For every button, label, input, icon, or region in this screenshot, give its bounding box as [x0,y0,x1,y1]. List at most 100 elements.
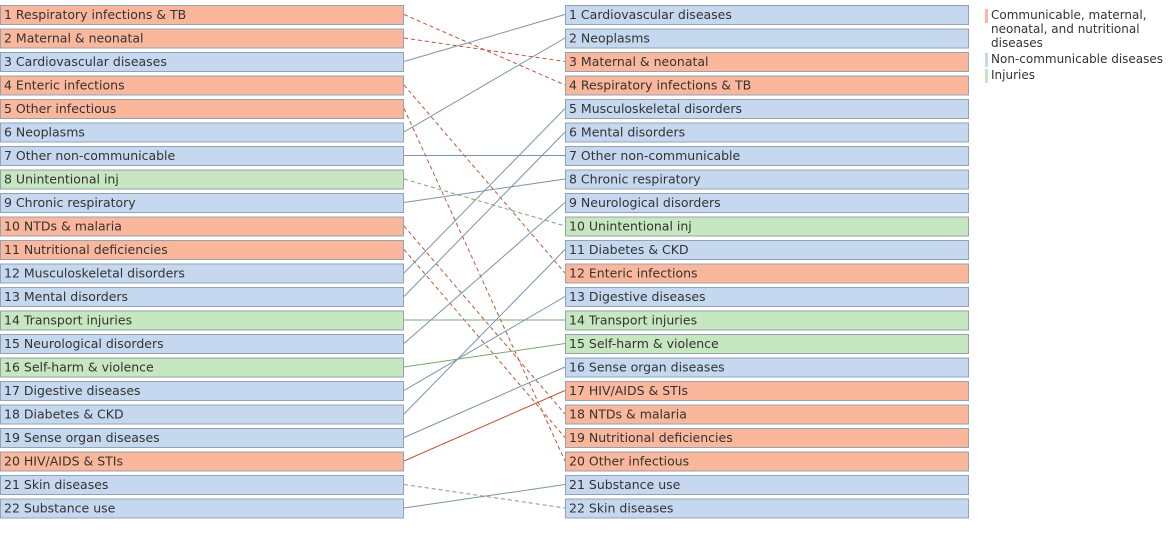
right-rank-label-14: 14 Transport injuries [569,313,697,328]
connector-line-19 [403,366,566,438]
left-rank-label-14: 14 Transport injuries [4,313,132,328]
right-rank-box-17 [565,381,969,401]
right-rank-box-9 [565,193,969,213]
right-rank-label-21: 21 Substance use [569,477,681,492]
right-rank-label-15: 15 Self-harm & violence [569,336,719,351]
right-rank-label-10: 10 Unintentional inj [569,219,692,234]
legend-swatch [985,9,988,23]
legend-label: Communicable, maternal, neonatal, and nu… [991,8,1147,50]
right-rank-label-1: 1 Cardiovascular diseases [569,7,732,22]
right-rank-label-20: 20 Other infectious [569,454,689,469]
legend-item-1: Communicable, maternal, neonatal, and nu… [985,8,1165,50]
left-rank-label-8: 8 Unintentional inj [4,172,119,187]
left-rank-label-22: 22 Substance use [4,501,116,516]
left-rank-label-13: 13 Mental disorders [4,289,128,304]
connector-line-11 [403,249,566,438]
right-rank-box-5 [565,99,969,119]
connector-line-5 [403,108,566,462]
right-rank-label-4: 4 Respiratory infections & TB [569,78,751,93]
left-rank-box-22 [0,498,404,519]
connector-line-20 [403,390,566,462]
right-rank-box-6 [565,122,969,143]
right-rank-box-16 [565,357,969,378]
legend-label: Injuries [991,68,1035,82]
right-rank-label-2: 2 Neoplasms [569,31,650,46]
left-rank-label-16: 16 Self-harm & violence [4,360,154,375]
connector-line-1 [403,14,566,86]
right-rank-box-8 [565,169,969,190]
connector-line-6 [403,37,566,133]
right-rank-label-16: 16 Sense organ diseases [569,360,725,375]
right-rank-label-9: 9 Neurological disorders [569,195,721,210]
connector-lines [403,14,566,509]
left-rank-box-15 [0,334,404,354]
right-rank-label-11: 11 Diabetes & CKD [569,242,689,257]
left-rank-label-20: 20 HIV/AIDS & STIs [4,454,123,469]
right-rank-box-2 [565,28,969,49]
connector-line-8 [403,178,566,227]
connector-line-13 [403,131,566,297]
left-rank-box-8 [0,169,404,190]
right-rank-label-19: 19 Nutritional deficiencies [569,430,733,445]
left-rank-box-17 [0,381,404,401]
left-rank-label-6: 6 Neoplasms [4,125,85,140]
left-rank-label-9: 9 Chronic respiratory [4,195,136,210]
connector-line-17 [403,296,566,391]
right-rank-label-17: 17 HIV/AIDS & STIs [569,383,688,398]
right-rank-box-3 [565,52,969,72]
left-rank-box-9 [0,193,404,213]
legend-label: Non-communicable diseases [991,52,1164,66]
connector-line-2 [403,37,566,62]
left-rank-box-1 [0,5,404,25]
left-rank-label-2: 2 Maternal & neonatal [4,31,144,46]
right-rank-box-4 [565,75,969,96]
left-rank-box-3 [0,52,404,72]
connector-line-15 [403,202,566,344]
left-rank-box-6 [0,122,404,143]
right-rank-box-7 [565,146,969,166]
left-rank-label-19: 19 Sense organ diseases [4,430,160,445]
connector-line-10 [403,225,566,415]
left-rank-box-7 [0,146,404,166]
connector-line-22 [403,484,566,509]
legend-swatch [985,53,988,67]
left-rank-label-10: 10 NTDs & malaria [4,219,122,234]
right-rank-box-18 [565,404,969,425]
left-rank-box-21 [0,475,404,495]
left-rank-label-17: 17 Digestive diseases [4,383,141,398]
left-rank-label-3: 3 Cardiovascular diseases [4,54,167,69]
left-rank-box-10 [0,216,404,237]
left-rank-label-4: 4 Enteric infections [4,78,125,93]
left-rank-label-18: 18 Diabetes & CKD [4,407,124,422]
left-rank-label-11: 11 Nutritional deficiencies [4,242,168,257]
connector-line-4 [403,84,566,274]
right-rank-label-13: 13 Digestive diseases [569,289,706,304]
left-rank-label-15: 15 Neurological disorders [4,336,164,351]
right-rank-box-14 [565,310,969,331]
left-rank-box-16 [0,357,404,378]
left-rank-label-12: 12 Musculoskeletal disorders [4,266,185,281]
right-rank-label-7: 7 Other non-communicable [569,148,741,163]
right-rank-box-1 [565,5,969,25]
connector-line-18 [403,249,566,415]
left-column: 1 Respiratory infections & TB 2 Maternal … [0,5,404,519]
left-rank-box-20 [0,451,404,472]
left-rank-box-5 [0,99,404,119]
left-rank-box-13 [0,287,404,307]
right-rank-box-13 [565,287,969,307]
legend-item-3: Injuries [985,68,1165,83]
slopegraph-chart: 1 Respiratory infections & TB 2 Maternal … [0,5,969,519]
legend: Communicable, maternal, neonatal, and nu… [985,8,1165,84]
connector-line-12 [403,108,566,274]
right-rank-box-19 [565,428,969,448]
left-rank-label-21: 21 Skin diseases [4,477,108,492]
connector-line-21 [403,484,566,509]
right-rank-box-11 [565,240,969,260]
left-rank-box-19 [0,428,404,448]
right-rank-box-10 [565,216,969,237]
left-rank-label-1: 1 Respiratory infections & TB [4,7,186,22]
legend-swatch [985,69,988,83]
connector-line-3 [403,14,566,62]
left-rank-box-14 [0,310,404,331]
